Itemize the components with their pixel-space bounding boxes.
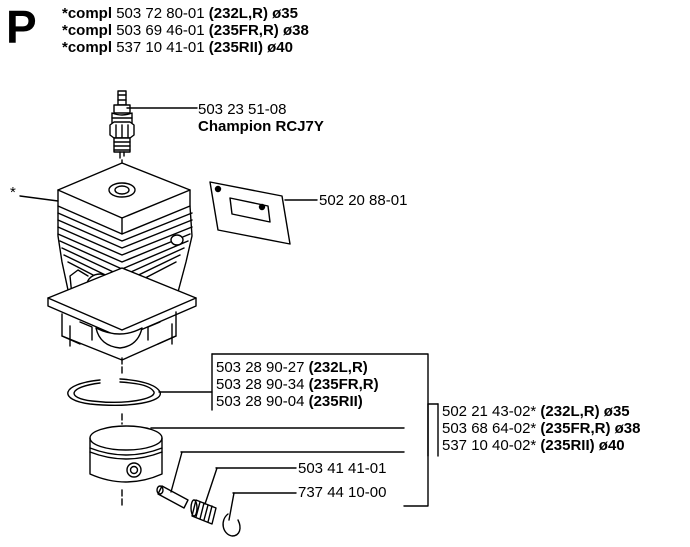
header-prefix: *compl — [62, 22, 113, 39]
spark-plug-drawing — [109, 90, 135, 159]
header-size: ø35 — [272, 5, 298, 22]
piston-size: ø40 — [598, 437, 625, 454]
header-model: (232L,R) — [208, 5, 268, 22]
spark-plug-name: Champion RCJ7Y — [198, 118, 324, 135]
ring-callout-3: 503 28 90-04 (235RII) — [216, 393, 363, 410]
piston-callout-1: 502 21 43-02* (232L,R) ø35 — [442, 403, 630, 420]
ring-part-number: 503 28 90-27 — [216, 359, 305, 376]
section-letter: P — [6, 1, 37, 53]
ring-callout-2: 503 28 90-34 (235FR,R) — [216, 376, 379, 393]
piston-model: (232L,R) — [540, 403, 600, 420]
header-line-2: *compl 503 69 46-01 (235FR,R) ø38 — [62, 22, 309, 39]
header-size: ø40 — [267, 39, 293, 56]
pin-leader-a — [170, 451, 183, 493]
gasket-part-number: 502 20 88-01 — [319, 192, 408, 209]
piston-size: ø38 — [614, 420, 641, 437]
piston-drawing — [89, 425, 163, 483]
header-part-number: 503 72 80-01 — [116, 5, 205, 22]
ring-model: (235RII) — [308, 393, 363, 410]
piston-size: ø35 — [603, 403, 630, 420]
piston-part-number: 503 68 64-02* — [442, 420, 537, 437]
gasket-drawing — [209, 181, 291, 245]
bearing-part-number: 737 44 10-00 — [298, 484, 387, 501]
ring-part-number: 503 28 90-04 — [216, 393, 305, 410]
cylinder-marker: * — [10, 184, 16, 201]
circlip-leader-a — [228, 492, 235, 521]
ring-callout-1: 503 28 90-27 (232L,R) — [216, 359, 368, 376]
header-prefix: *compl — [62, 5, 113, 22]
ring-model: (235FR,R) — [308, 376, 379, 393]
header-line-3: *compl 537 10 41-01 (235RII) ø40 — [62, 39, 293, 56]
needle-bearing-drawing — [190, 499, 217, 525]
pin-part-number: 503 41 41-01 — [298, 460, 387, 477]
header-line-1: *compl 503 72 80-01 (232L,R) ø35 — [62, 5, 298, 22]
piston-callout-2: 503 68 64-02* (235FR,R) ø38 — [442, 420, 640, 437]
header-prefix: *compl — [62, 39, 113, 56]
piston-callout-3: 537 10 40-02* (235RII) ø40 — [442, 437, 625, 454]
piston-model: (235FR,R) — [540, 420, 611, 437]
spark-plug-part-number: 503 23 51-08 — [198, 101, 287, 118]
ring-part-number: 503 28 90-34 — [216, 376, 305, 393]
header-size: ø38 — [282, 22, 309, 39]
cylinder-drawing — [47, 162, 197, 361]
piston-part-number: 537 10 40-02* — [442, 437, 537, 454]
piston-pin-drawing — [156, 485, 189, 509]
header-part-number: 537 10 41-01 — [116, 39, 205, 56]
bearing-leader-a — [204, 467, 218, 505]
piston-ring-drawing — [67, 378, 161, 406]
piston-part-number: 502 21 43-02* — [442, 403, 537, 420]
header-part-number: 503 69 46-01 — [116, 22, 205, 39]
circlip-drawing — [222, 513, 241, 537]
ring-model: (232L,R) — [308, 359, 368, 376]
cylinder-leader — [19, 195, 59, 202]
header-model: (235FR,R) — [208, 22, 279, 39]
piston-model: (235RII) — [540, 437, 595, 454]
header-model: (235RII) — [208, 39, 263, 56]
